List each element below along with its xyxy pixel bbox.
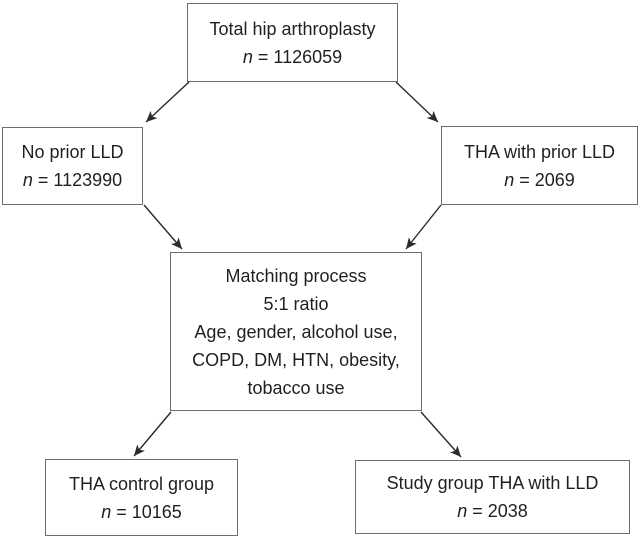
n-symbol: n [504,169,515,190]
matching-line: tobacco use [247,377,345,398]
node-count: n = 10165 [101,498,182,526]
node-no-prior-lld: No prior LLD n = 1123990 [2,127,143,205]
n-symbol: n [101,501,112,522]
node-label: THA control group [68,473,215,494]
n-value: = 1126059 [252,46,343,67]
arrow-matching-to-study [420,411,462,458]
node-matching-process: Matching process 5:1 ratio Age, gender, … [170,252,422,411]
node-count: n = 1126059 [243,43,342,71]
matching-line: Age, gender, alcohol use, [194,321,398,342]
matching-line: 5:1 ratio [263,293,329,314]
n-symbol: n [457,501,468,521]
arrow-no-prior-lld-to-matching [143,204,183,250]
node-tha-with-prior-lld: THA with prior LLD n = 2069 [441,126,638,205]
n-value: = 2038 [467,501,528,521]
node-label: THA with prior LLD [463,141,616,162]
n-value: = 2069 [514,169,575,190]
matching-line: Matching process [225,265,367,286]
n-value: = 1123990 [32,170,123,190]
node-label: No prior LLD [21,142,124,162]
node-label: Total hip arthroplasty [209,18,376,39]
node-total-hip-arthroplasty: Total hip arthroplasty n = 1126059 [187,3,398,82]
arrow-tha-prior-lld-to-matching [405,204,442,250]
node-count: n = 2038 [457,497,528,525]
node-label: Study group THA with LLD [386,473,599,493]
node-count: n = 2069 [504,166,575,194]
n-value: = 10165 [111,501,182,522]
n-symbol: n [242,46,253,67]
node-tha-control-group: THA control group n = 10165 [45,459,238,536]
node-count: n = 1123990 [23,166,122,194]
n-symbol: n [22,170,33,190]
node-study-group-tha-with-lld: Study group THA with LLD n = 2038 [355,460,630,534]
arrow-total-to-tha-prior-lld [395,81,439,123]
arrow-matching-to-control [133,411,172,457]
matching-line: COPD, DM, HTN, obesity, [192,349,400,370]
arrow-total-to-no-prior-lld [145,81,190,123]
